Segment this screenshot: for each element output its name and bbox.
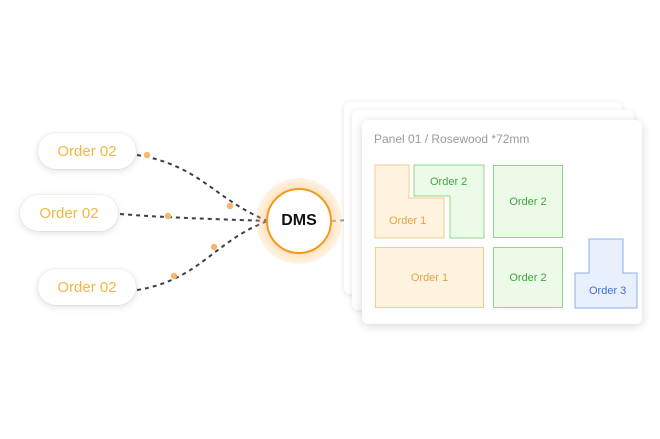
- connector-dot: [170, 272, 178, 280]
- connector-order-top: [136, 154, 269, 222]
- order-node-label: Order 02: [39, 204, 99, 222]
- connector-order-middle: [119, 213, 269, 222]
- connector-dot: [210, 243, 218, 251]
- piece-order3-tshape: [574, 238, 638, 309]
- connector-dot: [164, 212, 172, 220]
- piece-label: Order 1: [410, 271, 449, 284]
- hub-label: DMS: [281, 212, 317, 229]
- piece-order2-lshape: [413, 164, 485, 239]
- piece-label: Order 2: [509, 271, 547, 284]
- piece-order1-lshape: [374, 164, 445, 239]
- connector-order-bottom: [136, 220, 269, 291]
- piece-order2-rect: Order 2: [493, 247, 563, 308]
- order-node-top[interactable]: Order 02: [38, 133, 136, 169]
- piece-label: Order 1: [389, 215, 427, 227]
- connector-dot: [226, 202, 234, 210]
- piece-label: Order 3: [589, 285, 627, 297]
- piece-label: Order 2: [509, 195, 547, 208]
- order-node-label: Order 02: [57, 278, 117, 296]
- connector-dot: [143, 151, 151, 159]
- order-node-label: Order 02: [57, 142, 117, 160]
- panel-title: Panel 01 / Rosewood *72mm: [374, 132, 530, 146]
- piece-order1-rect: Order 1: [375, 247, 484, 308]
- order-node-middle[interactable]: Order 02: [20, 195, 118, 231]
- piece-label: Order 2: [430, 176, 468, 188]
- order-node-bottom[interactable]: Order 02: [38, 269, 136, 305]
- piece-order2-square: Order 2: [493, 165, 563, 238]
- dms-hub[interactable]: DMS: [266, 188, 332, 254]
